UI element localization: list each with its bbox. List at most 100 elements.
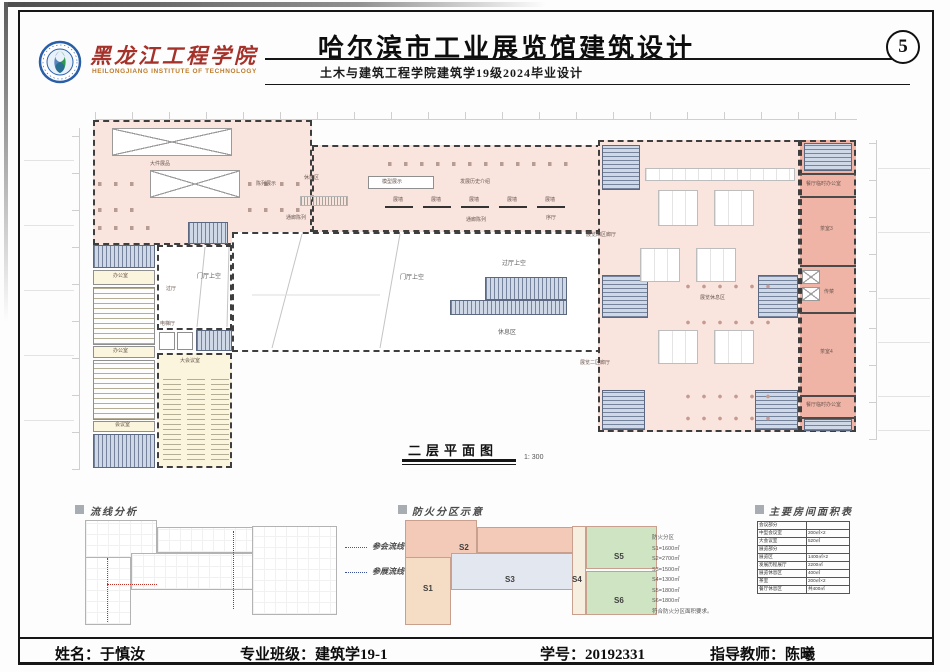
room-label: 过厅上空 <box>502 261 527 267</box>
room-label: 大件展品 <box>150 161 171 167</box>
section-bullet-icon <box>755 505 764 514</box>
plan-caption: 二层平面图 <box>408 443 499 458</box>
area-row-value: 1400㎡×2 <box>806 553 850 562</box>
model-display-counter <box>368 176 434 189</box>
fire-zone-s1 <box>405 557 451 625</box>
footer-id-label: 学号： <box>540 647 586 663</box>
room-label: 休息区 <box>498 330 517 336</box>
room-label: 展墙 <box>469 197 480 203</box>
institute-logo: 黑龙江工程学院 HEILONGJIANG INSTITUTE OF TECHNO… <box>38 38 268 88</box>
exhibit-wall <box>537 206 565 208</box>
area-table-title: 主要房间面积表 <box>769 507 853 518</box>
area-row-value: 共400㎡ <box>806 585 850 594</box>
large-exhibit-platform <box>112 128 232 156</box>
office-room-b <box>93 346 155 358</box>
room-label: 发展历史介绍 <box>460 179 491 185</box>
exhibit-wall <box>461 206 489 208</box>
top-exhibition-wing <box>312 145 612 232</box>
fire-zone-s6 <box>586 571 657 615</box>
sheet-number-badge: 5 <box>886 30 920 64</box>
exhibit-platform <box>150 170 240 198</box>
area-row-value: 200㎡×2 <box>806 529 850 538</box>
frame-right <box>932 10 934 665</box>
vestibule-void-lines <box>196 246 230 328</box>
zone-label-s4: S4 <box>572 575 582 584</box>
escalator-lower <box>450 300 567 315</box>
stair-right-sw <box>602 390 645 430</box>
stair-se-core <box>804 419 852 431</box>
footer-advisor: 指导教师：陈曦 <box>710 643 815 664</box>
area-row-name: 展览休息区 <box>757 569 807 578</box>
room-label: 过厅 <box>166 286 177 292</box>
seat-rows <box>163 378 181 460</box>
void-outline-lines <box>252 233 401 349</box>
area-row-name: 展览区 <box>757 553 807 562</box>
room-label: 休憩区 <box>304 175 320 181</box>
exhibit-wall <box>423 206 451 208</box>
room-label: 门厅上空 <box>400 275 425 281</box>
stair-right-nw <box>602 145 640 190</box>
institute-emblem-icon <box>38 40 82 84</box>
fire-zone-s2b <box>477 527 576 553</box>
washroom-left <box>93 245 155 268</box>
dumbwaiter <box>802 287 820 301</box>
title-rule <box>265 58 910 60</box>
fire-zone-s5 <box>586 526 657 569</box>
zone-label-s6: S6 <box>614 596 624 605</box>
zone-label-s2: S2 <box>459 543 469 552</box>
room-label: 茶室4 <box>820 349 833 355</box>
room-label: 展墙 <box>545 197 556 203</box>
fire-note-line: S6=1800㎡ <box>652 598 680 604</box>
legend-conference-label: 参会流线 <box>372 542 404 551</box>
grid-ruler-right <box>869 140 877 440</box>
circulation-miniplan-top-wing <box>157 527 256 553</box>
circulation-miniplan-middle <box>131 553 256 590</box>
display-table <box>658 190 698 226</box>
area-row-name: 发展历程展厅 <box>757 561 807 570</box>
footer-advisor-value: 陈曦 <box>785 647 816 663</box>
area-row-value <box>806 545 850 554</box>
footer-id-value: 20192331 <box>585 647 646 663</box>
fire-zone-s4 <box>572 526 586 615</box>
footer-name-label: 姓名： <box>55 647 101 663</box>
footer-advisor-label: 指导教师： <box>710 647 786 663</box>
vestibule-area <box>157 245 232 330</box>
footer-name: 姓名：于慎汝 <box>55 643 145 664</box>
footer-name-value: 于慎汝 <box>100 647 146 663</box>
room-label: 展览四区廊厅 <box>586 232 617 238</box>
room-label: 门厅上空 <box>197 274 222 280</box>
frame-top <box>18 10 934 12</box>
stair-elevator-core <box>196 330 232 351</box>
institute-name-cn: 黑龙江工程学院 <box>90 44 258 68</box>
stair-ne-core <box>804 143 852 171</box>
room-label: 餐厅临时办公室 <box>806 181 842 187</box>
room-label: 电梯厅 <box>160 321 176 327</box>
display-table <box>696 248 736 282</box>
frame-left <box>18 10 20 665</box>
display-table <box>714 330 754 364</box>
grid-ruler-top <box>95 112 857 120</box>
area-row-name: 中型会议室 <box>757 529 807 538</box>
fire-title: 防火分区示意 <box>412 507 484 518</box>
legend-exhibit-line <box>345 572 367 573</box>
frame-footer-top <box>18 637 934 639</box>
area-row-value: 200㎡×2 <box>806 577 850 586</box>
room-label: 展览休息区 <box>700 295 726 301</box>
zone-label-s5: S5 <box>614 552 624 561</box>
room-label: 展墙 <box>431 197 442 203</box>
area-row-name: 茶室 <box>757 577 807 586</box>
room-label: 模型展示 <box>382 179 403 185</box>
circulation-miniplan-left-bottom <box>85 557 131 625</box>
frame-bottom <box>18 662 934 665</box>
stair-left-core <box>188 222 228 244</box>
fire-zone-notes: 防火分区 S1=1600㎡ S2=2700㎡ S3=1500㎡ S4=1300㎡… <box>652 533 713 617</box>
institute-name-en: HEILONGJIANG INSTITUTE OF TECHNOLOGY <box>92 68 257 75</box>
zone-label-s1: S1 <box>423 584 433 593</box>
seat-rows <box>187 378 205 460</box>
conference-flow-branch <box>107 584 157 585</box>
dumbwaiter <box>802 270 820 284</box>
elevator-cell <box>159 332 175 350</box>
legend-exhibit-label: 参展流线 <box>372 567 404 576</box>
